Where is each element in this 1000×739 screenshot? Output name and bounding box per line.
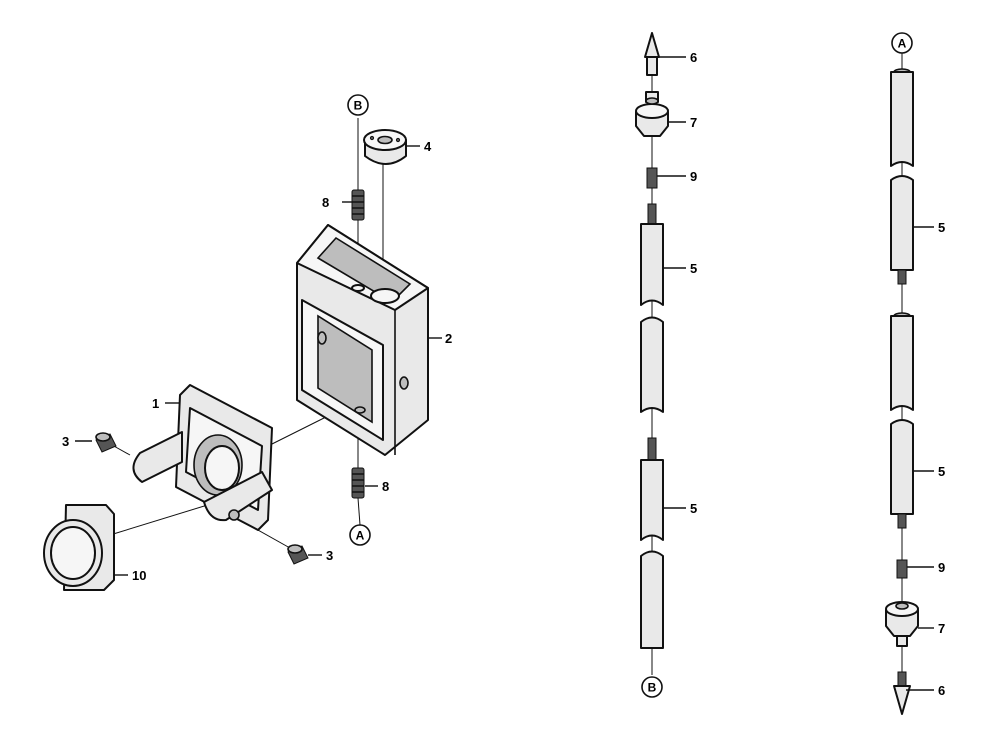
svg-text:B: B (648, 681, 657, 695)
part-tube-section (640, 203, 664, 306)
callout-5: 5 (690, 261, 697, 276)
part-lens-cap (43, 504, 115, 591)
part-bracket (132, 384, 273, 531)
part-spike-tip (644, 32, 660, 76)
part-cap (363, 129, 407, 165)
part-tube-section (640, 550, 664, 649)
part-spike-tip (893, 671, 911, 715)
callout-5: 5 (938, 220, 945, 235)
callout-5: 5 (690, 501, 697, 516)
part-housing (296, 224, 429, 456)
part-threaded-stud (646, 167, 658, 189)
part-grub-screw-lower (287, 544, 309, 565)
part-threaded-stud (896, 559, 908, 579)
callout-7: 7 (690, 115, 697, 130)
callout-8: 8 (322, 195, 329, 210)
callout-3: 3 (326, 548, 333, 563)
part-adapter (635, 91, 669, 137)
part-tube-section (640, 437, 664, 541)
part-tube-section (890, 68, 914, 167)
callout-5: 5 (938, 464, 945, 479)
reference-marker-a: A (349, 524, 371, 546)
callout-4: 4 (424, 139, 432, 154)
reference-marker-a: A (891, 32, 913, 54)
callout-10: 10 (132, 568, 146, 583)
callout-9: 9 (938, 560, 945, 575)
callout-3: 3 (62, 434, 69, 449)
part-set-screw-lower (351, 467, 365, 499)
reference-marker-b: B (347, 94, 369, 116)
right-pole-assembly: A (885, 32, 945, 715)
part-tube-section (890, 175, 914, 285)
left-assembly: 8 4 2 1 3 8 3 10 B A (43, 94, 452, 591)
part-tube-section (890, 312, 914, 411)
callout-8: 8 (382, 479, 389, 494)
part-tube-section (890, 419, 914, 529)
middle-pole-assembly: 6 7 9 5 5 B (635, 32, 697, 698)
svg-text:A: A (356, 529, 365, 543)
part-adapter (885, 601, 919, 647)
callout-7: 7 (938, 621, 945, 636)
svg-text:A: A (898, 37, 907, 51)
callout-6: 6 (938, 683, 945, 698)
callout-2: 2 (445, 331, 452, 346)
part-set-screw-upper (351, 189, 365, 221)
part-tube-section (640, 316, 664, 413)
svg-text:B: B (354, 99, 363, 113)
callout-6: 6 (690, 50, 697, 65)
callout-9: 9 (690, 169, 697, 184)
axis-line (357, 497, 361, 526)
callout-1: 1 (152, 396, 159, 411)
reference-marker-b: B (641, 676, 663, 698)
part-grub-screw-upper (95, 432, 117, 453)
